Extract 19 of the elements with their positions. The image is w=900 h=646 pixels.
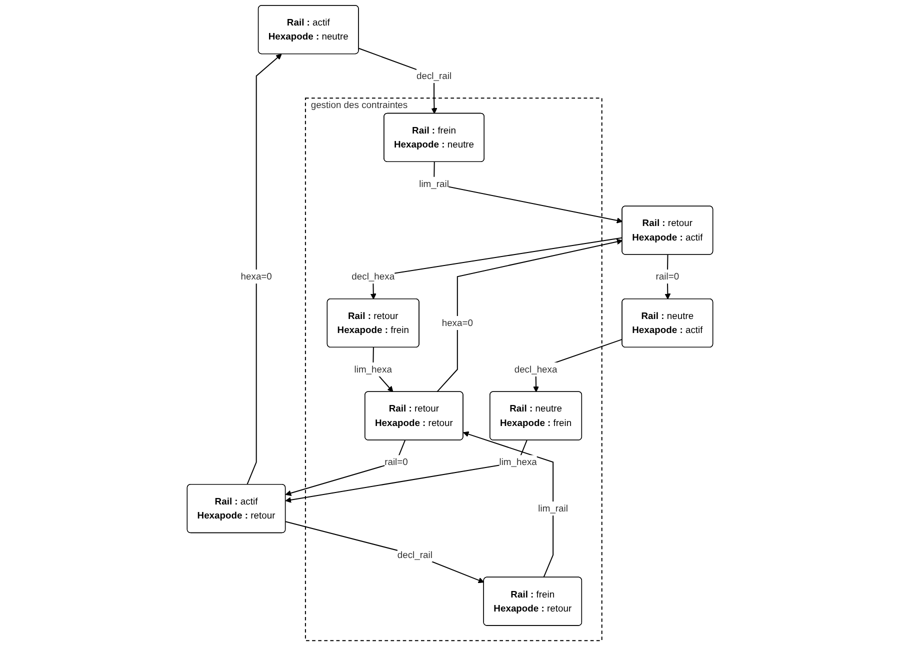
edge-label: hexa=0 xyxy=(240,270,272,282)
edge-label: decl_rail xyxy=(416,70,452,81)
edge-label: hexa=0 xyxy=(442,317,473,328)
edge-label: decl_hexa xyxy=(514,364,558,374)
arrow xyxy=(434,162,623,224)
edge-label: lim_rail xyxy=(538,502,568,514)
arrow xyxy=(463,431,554,578)
edge-label: rail=0 xyxy=(656,270,680,282)
edge-label: rail=0 xyxy=(384,456,408,468)
arrow xyxy=(285,440,528,503)
arrow xyxy=(286,521,484,584)
edge-label: decl_rail xyxy=(397,549,432,560)
arrow xyxy=(246,54,282,485)
edge-label: decl_hexa xyxy=(352,270,395,282)
arrow xyxy=(285,440,406,496)
edge-label: lim_hexa xyxy=(354,364,392,374)
edge-label: lim_hexa xyxy=(499,456,537,468)
arrow xyxy=(370,237,622,300)
edge-label: lim_rail xyxy=(419,178,449,189)
